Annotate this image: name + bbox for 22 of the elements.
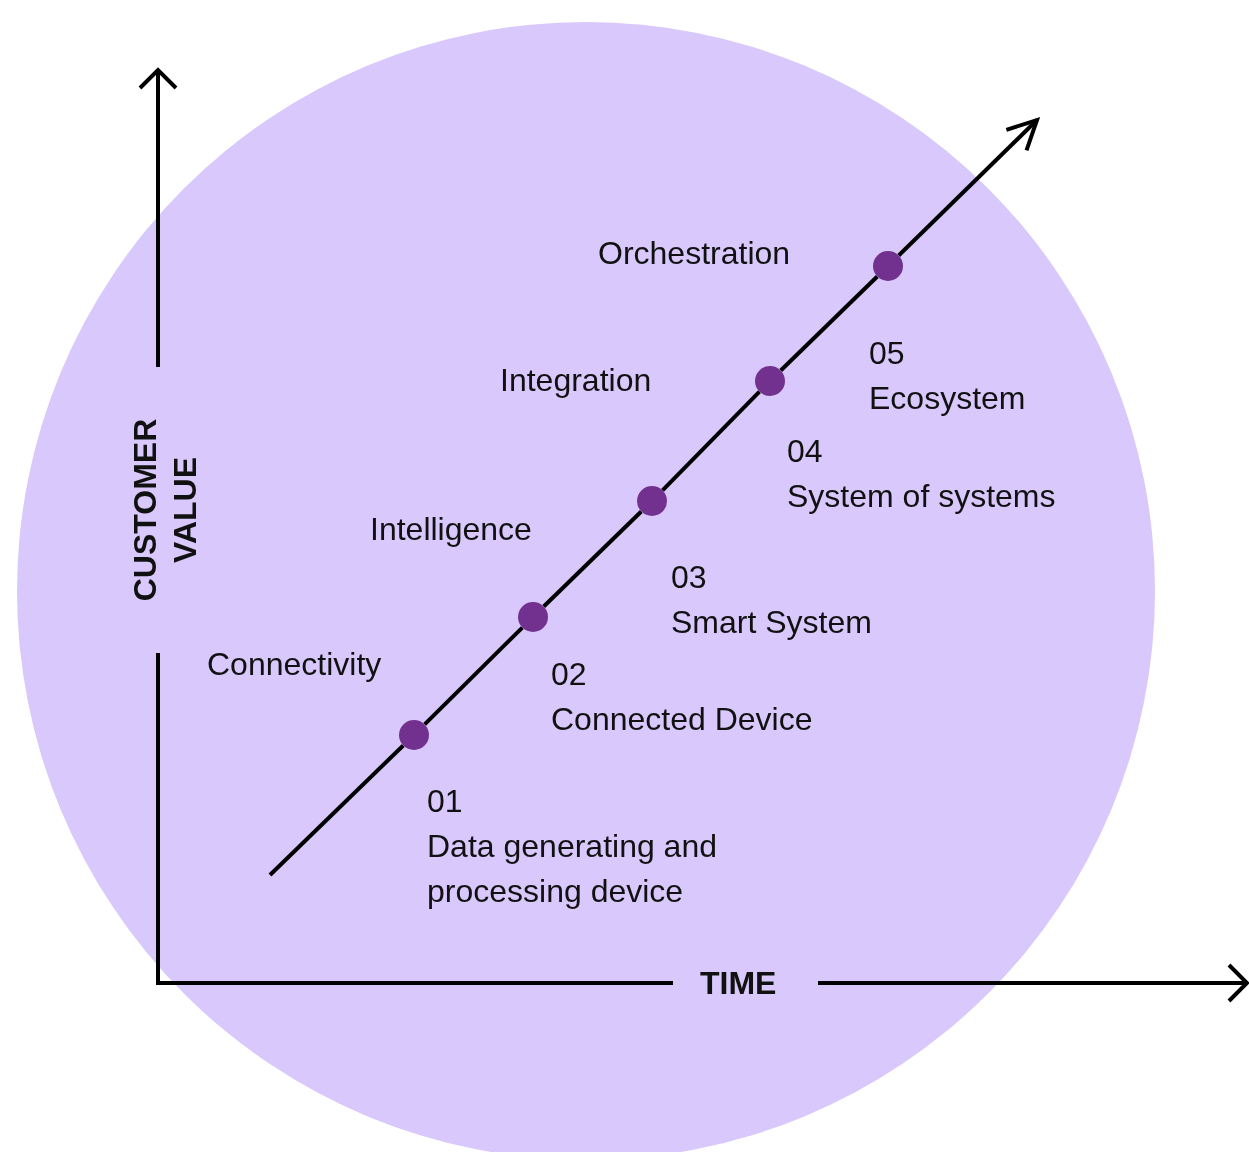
step-number: 04 <box>787 432 823 471</box>
step-number: 01 <box>427 782 463 821</box>
step-number: 02 <box>551 655 587 694</box>
line <box>423 626 524 726</box>
step-number: 03 <box>671 558 707 597</box>
stage-label: Orchestration <box>598 234 791 273</box>
step-number: 05 <box>869 334 905 373</box>
step-description: System of systems <box>787 477 1057 516</box>
arrow <box>897 118 1039 257</box>
stage-label: Connectivity <box>207 645 382 684</box>
step-description: Ecosystem <box>869 379 1027 418</box>
step-description: Connected Device <box>551 700 814 739</box>
axis-title: CUSTOMER VALUE <box>126 417 204 604</box>
stage-label: Intelligence <box>370 510 532 549</box>
step-description: Smart System <box>671 603 873 642</box>
line <box>661 390 761 492</box>
line <box>779 275 879 372</box>
stage-label: Integration <box>500 361 652 400</box>
axis-title: TIME <box>700 964 777 1003</box>
line <box>268 744 405 877</box>
line <box>542 510 643 608</box>
step-description: Data generating and processing device <box>427 827 718 911</box>
